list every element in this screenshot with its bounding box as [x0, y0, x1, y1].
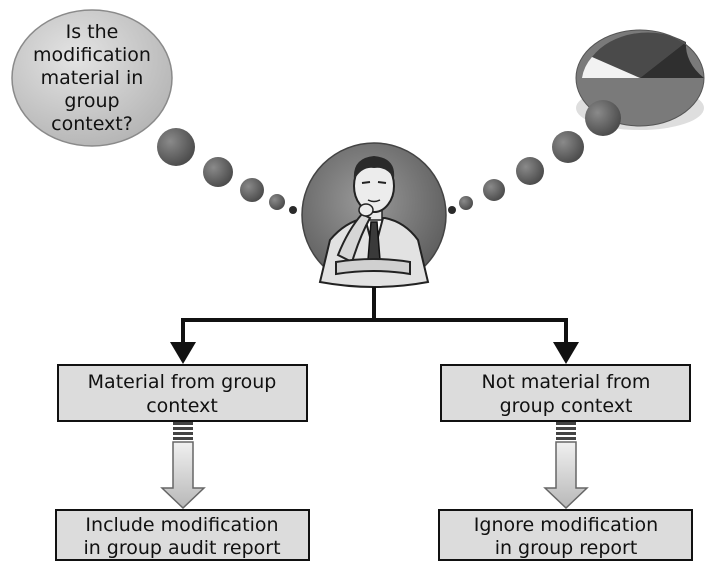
left-decision-box: Material from group context [57, 364, 308, 422]
right-decision-box: Not material from group context [440, 364, 691, 422]
arrow-down-right-icon [553, 342, 579, 364]
hollow-arrow-right-icon [543, 422, 589, 510]
question-bubble: Is the modification material in group co… [11, 9, 173, 147]
hollow-arrow-left-icon [160, 422, 206, 510]
right-outcome-box: Ignore modification in group report [438, 509, 693, 561]
thinking-man-icon [301, 142, 447, 288]
question-line-4: group [64, 90, 119, 112]
thought-dots-left [157, 128, 297, 214]
left-outcome-line-2: in group audit report [83, 537, 280, 559]
question-line-5: context? [51, 113, 133, 135]
arrow-down-left-icon [170, 342, 196, 364]
question-line-3: material in [41, 67, 144, 89]
left-outcome-line-1: Include modification [85, 514, 278, 536]
right-outcome-line-1: Ignore modification [474, 514, 658, 536]
right-outcome-line-2: in group report [495, 537, 638, 559]
question-line-2: modification [33, 44, 151, 66]
connector-lines [170, 287, 579, 364]
left-decision-line-2: context [146, 395, 218, 417]
thought-dots-right [448, 100, 621, 214]
right-decision-line-2: group context [500, 395, 633, 417]
left-outcome-box: Include modification in group audit repo… [55, 509, 310, 561]
right-decision-line-1: Not material from [482, 371, 651, 393]
question-line-1: Is the [66, 21, 119, 43]
left-decision-line-1: Material from group [88, 371, 277, 393]
